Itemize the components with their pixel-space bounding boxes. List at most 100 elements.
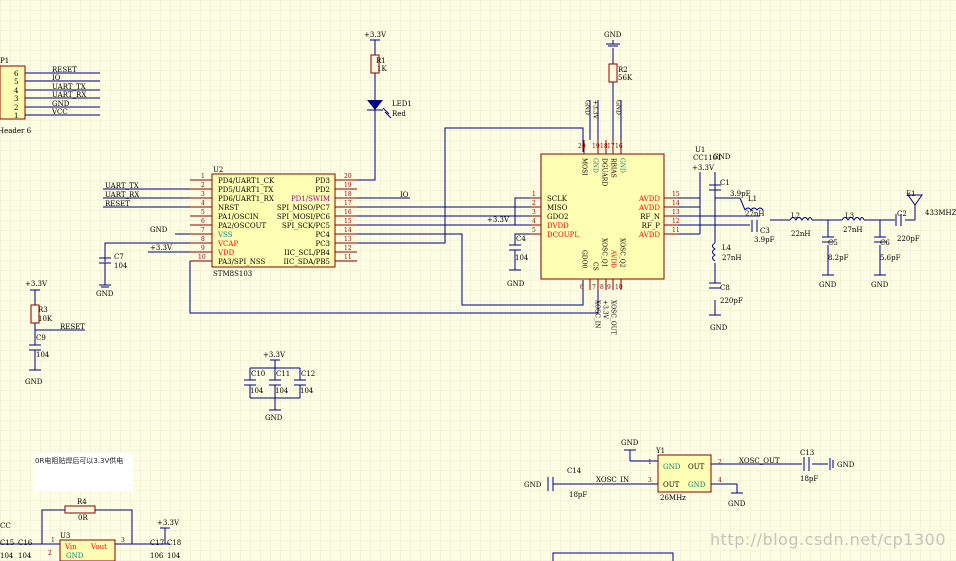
- l4-ref: L4: [722, 244, 732, 252]
- y1-pin4-label: GND: [688, 481, 706, 489]
- r4-ref: R4: [77, 498, 87, 506]
- u1-pin-sclk: SCLK: [547, 195, 568, 203]
- u1-cc1101[interactable]: U1 CC1101 MOSI GND DGUARD RBIAS GND GND …: [530, 100, 722, 335]
- c6-ref: C6: [880, 239, 890, 247]
- u3-regulator[interactable]: R4 0R U3 Vin Vout GND 1 2 3 +3.3V CC C15…: [0, 498, 181, 561]
- u3-cc-label: CC: [0, 522, 11, 530]
- y1-gnd-bottom: GND: [728, 500, 746, 508]
- net-io-label: IO: [400, 191, 409, 199]
- y1-freq: 26MHz: [660, 494, 686, 502]
- net-gnd-label: GND: [150, 226, 168, 234]
- u2-num-18: 18: [344, 191, 352, 198]
- l2-val: 22nH: [791, 230, 811, 238]
- header-p1[interactable]: P1 6 5 4 3 2 1 RESET IO UART_TX UART_RX …: [0, 57, 100, 135]
- c6-val: 5.6pF: [880, 254, 901, 262]
- y1-pin4: 4: [718, 477, 722, 484]
- c7-val: 104: [114, 262, 128, 270]
- resistor-r2[interactable]: GND R2 56K: [604, 31, 633, 140]
- u1-pin-dvdd: DVDD: [547, 222, 569, 230]
- c5-val: 8.2pF: [828, 254, 849, 262]
- u1-pin-avdd2: AVDD: [638, 204, 660, 212]
- u1-num-13: 13: [672, 209, 680, 216]
- u2-pin-pc6: SPI_MOSI/PC6: [277, 213, 331, 221]
- decoupling-caps[interactable]: +3.3V C10 C11 C12 104 104 104 GND: [244, 351, 315, 422]
- c13-gnd: GND: [837, 461, 855, 469]
- u2-pin-vcap: VCAP: [217, 240, 238, 248]
- p1-pin-3: 3: [14, 95, 18, 103]
- c10-ref: C10: [251, 370, 265, 378]
- c3-ref: C3: [760, 227, 770, 235]
- u1-num-19: 19: [592, 143, 600, 150]
- c14-ref: C14: [567, 467, 582, 475]
- crystal-y1[interactable]: GND Y1 GND OUT OUT GND 1 2 3 4 26MHz: [524, 439, 855, 508]
- u3-gnd: GND: [66, 552, 84, 560]
- u1-num-12: 12: [672, 218, 680, 225]
- u2-num-4: 4: [201, 200, 205, 207]
- reset-vcc: +3.3V: [25, 280, 48, 288]
- reset-circuit[interactable]: +3.3V R3 10K RESET C9 104 GND: [25, 280, 85, 386]
- u1-num-10: 10: [615, 284, 623, 291]
- u2-pin-pa3: PA3/SPI_NSS: [218, 258, 266, 266]
- led1-color: Red: [392, 110, 406, 118]
- r2-ref: R2: [618, 66, 628, 74]
- u2-pin-pb4: IIC_SCL/PB4: [284, 249, 330, 257]
- reset-net: RESET: [60, 323, 85, 331]
- led-circuit[interactable]: +3.3V R1 1K LED1 Red: [364, 31, 412, 119]
- u2-pin-pc7: SPI_MISO/PC7: [277, 204, 330, 212]
- u1-bottom-net-xin: XOSC_IN: [594, 300, 601, 328]
- u1-pin-dguard: DGUARD: [601, 158, 608, 186]
- c14-gnd: GND: [524, 481, 542, 489]
- cap-c7[interactable]: C7 104 GND: [96, 253, 128, 298]
- u1-top-net-gnd: GND: [584, 100, 591, 115]
- u1-pin-cs: CS: [592, 262, 599, 271]
- r4-val: 0R: [78, 514, 88, 522]
- p1-ref: P1: [0, 57, 9, 65]
- watermark: http://blog.csdn.net/cp1300: [710, 530, 946, 549]
- c13-val: 18pF: [800, 475, 818, 483]
- c3-val: 3.9pF: [754, 236, 775, 244]
- u1-num-1: 1: [532, 191, 536, 198]
- r2-val: 56K: [618, 74, 633, 82]
- c16-val: 104: [18, 552, 32, 560]
- c4-val: 104: [515, 254, 529, 262]
- u1-num-9: 9: [607, 284, 611, 291]
- p1-caption: Header 6: [0, 127, 32, 135]
- u1-pin-avdd-bottom: AVDD: [610, 249, 617, 268]
- u2-pin-pd1: PD1/SWIM: [291, 195, 330, 203]
- u2-part: STM8S103: [213, 270, 252, 278]
- u1-pin-gdo0: GDO0: [581, 250, 588, 269]
- u2-ref: U2: [213, 166, 223, 174]
- c12-ref: C12: [301, 370, 315, 378]
- u1-pin-xosc-q2: XOSC_Q2: [619, 238, 626, 268]
- u2-num-11: 11: [344, 254, 352, 261]
- p1-net-gnd: GND: [52, 100, 70, 108]
- c13-ref: C13: [800, 449, 814, 457]
- u1-pin-miso: MISO: [547, 204, 568, 212]
- u3-vcc: +3.3V: [157, 519, 180, 527]
- u3-vout: Vout: [90, 543, 107, 551]
- u2-pin-pa2: PA2/OSCOUT: [218, 222, 266, 230]
- u2-stm8s103[interactable]: U2 PD4/UART1_CK PD5/UART1_TX PD6/UART1_R…: [190, 166, 357, 278]
- u1-pin-avdd3: AVDD: [638, 231, 660, 239]
- net-vcc-label: +3.3V: [150, 244, 173, 252]
- u2-pin-pc4: PC4: [315, 231, 330, 239]
- c7-ref: C7: [114, 253, 124, 261]
- p1-net-reset: RESET: [52, 66, 77, 74]
- c2-ref: C2: [897, 210, 907, 218]
- c10-val: 104: [250, 387, 264, 395]
- u1-num-6: 6: [580, 284, 584, 291]
- u2-nets: UART_TX UART_RX RESET GND +3.3V IO: [103, 110, 599, 314]
- c5-ref: C5: [828, 239, 838, 247]
- y1-pin3-label: OUT: [663, 481, 680, 489]
- l1-ref: L1: [748, 195, 757, 203]
- u1-dvdd-net: +3.3V: [487, 216, 510, 224]
- c15-val: 104: [0, 552, 14, 560]
- u1-pin-gdo2: GDO2: [547, 213, 568, 221]
- c17-val: 106: [150, 552, 164, 560]
- rf-matching-network[interactable]: C1 3.9pF L1 27nH C3 3.9pF L2 22nH L3 27n…: [678, 172, 956, 332]
- u2-pin-pd4: PD4/UART1_CK: [218, 177, 275, 185]
- c5-gnd: GND: [819, 281, 837, 289]
- u1-num-8: 8: [600, 284, 604, 291]
- r1-ref: R1: [376, 57, 386, 65]
